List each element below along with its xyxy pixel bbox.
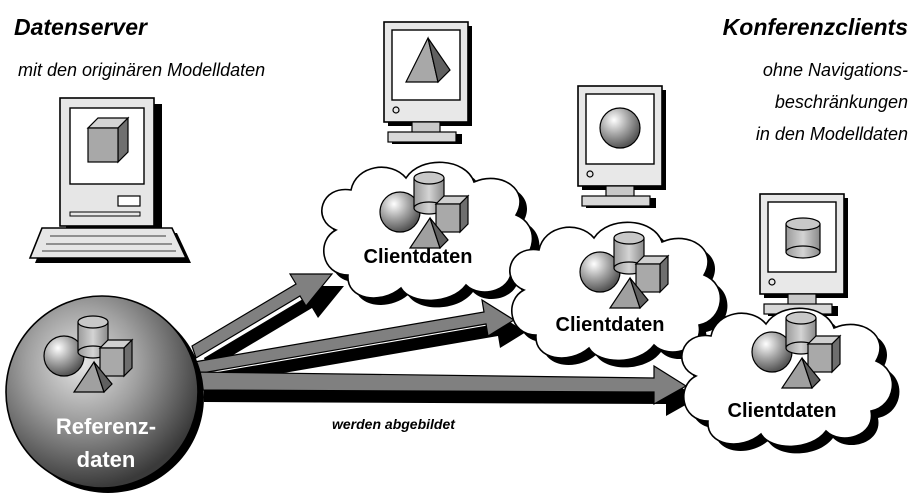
arrow-label: werden abgebildet <box>332 416 455 432</box>
cloud-label-3: Clientdaten <box>727 400 837 422</box>
cube-icon <box>86 116 130 164</box>
reference-label-line-1: Referenz- <box>55 414 157 439</box>
clients-subtitle-line-3: in den Modelldaten <box>755 124 908 144</box>
server-computer <box>28 97 191 263</box>
client-cloud-3 <box>681 307 900 454</box>
server-title: Datenserver <box>14 14 147 40</box>
clients-subtitle-line-2: beschränkungen <box>774 92 908 112</box>
reference-label-line-2: daten <box>76 447 136 472</box>
cylinder-icon <box>785 217 821 259</box>
cloud-label-1: Clientdaten <box>363 246 473 268</box>
pyramid-icon <box>405 36 451 84</box>
clients-title: Konferenzclients <box>722 14 908 40</box>
arrow-to-client-3 <box>191 364 698 416</box>
client-cloud-1 <box>321 161 540 308</box>
arrow-to-client-2 <box>193 298 526 386</box>
client-monitor-2 <box>577 85 667 209</box>
client-monitor-3 <box>759 193 849 317</box>
clients-subtitle-line-1: ohne Navigations- <box>762 60 908 80</box>
sphere-icon <box>599 107 641 149</box>
reference-data-sphere <box>5 295 204 493</box>
server-subtitle: mit den originären Modelldaten <box>18 60 266 80</box>
cloud-label-2: Clientdaten <box>555 314 665 336</box>
arrow-to-client-1 <box>191 273 344 370</box>
client-monitor-1 <box>383 21 473 145</box>
